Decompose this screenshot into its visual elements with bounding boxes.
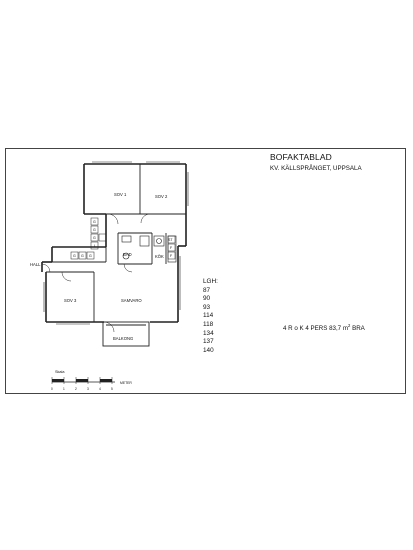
apartment-number: 114: [203, 312, 214, 320]
inner-walls: [46, 164, 186, 322]
room-label-balkong: BALKONG: [113, 336, 133, 341]
apartment-number: 87: [203, 286, 211, 294]
fixture-label-f: F: [170, 246, 173, 250]
fixture-label-l: L: [94, 244, 96, 248]
apartment-number: 137: [203, 338, 214, 346]
drawing-frame: [5, 148, 406, 394]
apartment-number: 118: [203, 320, 214, 328]
room-label-sov3: SOV 3: [64, 298, 77, 303]
fixture-label-g: G: [73, 254, 76, 258]
room-label-hall: HALL: [30, 262, 41, 267]
balcony: [102, 321, 150, 347]
apartment-list-label: LGH:: [203, 278, 218, 285]
closet-boxes: [70, 217, 176, 260]
room-label-sov2: SOV 2: [155, 194, 168, 199]
fixture-label-g: G: [93, 220, 96, 224]
sheet-title: BOFAKTABLAD: [270, 152, 332, 162]
room-label-sov1: SOV 1: [114, 192, 127, 197]
apartment-number: 93: [203, 303, 211, 311]
door-swings: [41, 213, 151, 333]
scale-unit: METER: [120, 381, 132, 385]
bathroom-fixtures: [121, 235, 150, 260]
apartment-spec-suffix: BRA: [350, 325, 365, 332]
fixture-label-g: G: [89, 254, 92, 258]
scale-tick-label: 4: [99, 387, 101, 391]
fixture-label-g: G: [81, 254, 84, 258]
room-label-kok: KÖK: [155, 254, 164, 259]
room-label-samvaro: SAMVARO: [121, 298, 142, 303]
scale-bar: Skala METER 0 1 2 3 4 5: [51, 370, 132, 391]
area-unit-superscript: 2: [348, 323, 351, 328]
room-labels: SOV 1 SOV 2 BAD KÖK HALL SOV 3 SAMVARO B…: [30, 192, 168, 341]
apartment-spec: 4 R o K 4 PERS 83,7 m2 BRA: [283, 323, 365, 332]
fixture-label-g: G: [93, 236, 96, 240]
scale-tick-label: 3: [87, 387, 89, 391]
windows: [43, 161, 189, 325]
scale-tick-label: 1: [63, 387, 65, 391]
apartment-number: 90: [203, 295, 211, 303]
sheet-subtitle: KV. KÄLLSPRÅNGET, UPPSALA: [270, 165, 362, 172]
fixture-labels: G G G L G G G ST F F: [73, 220, 173, 258]
fixture-label-g: G: [93, 228, 96, 232]
scale-tick-label: 2: [75, 387, 77, 391]
apartment-spec-text: 4 R o K 4 PERS 83,7 m: [283, 325, 348, 332]
apartment-number: 134: [203, 329, 214, 337]
room-label-bad: BAD: [123, 252, 132, 257]
apartment-number: 140: [203, 346, 214, 354]
scale-tick-label: 0: [51, 387, 53, 391]
fixture-label-f: F: [170, 254, 173, 258]
fixture-label-st: ST: [168, 238, 173, 242]
apartment-number-list: LGH: 87 90 93 114 118 134 137 140: [203, 278, 218, 355]
scale-tick-label: 5: [111, 387, 113, 391]
outer-walls: [41, 163, 187, 323]
scale-label: Skala: [55, 370, 65, 374]
